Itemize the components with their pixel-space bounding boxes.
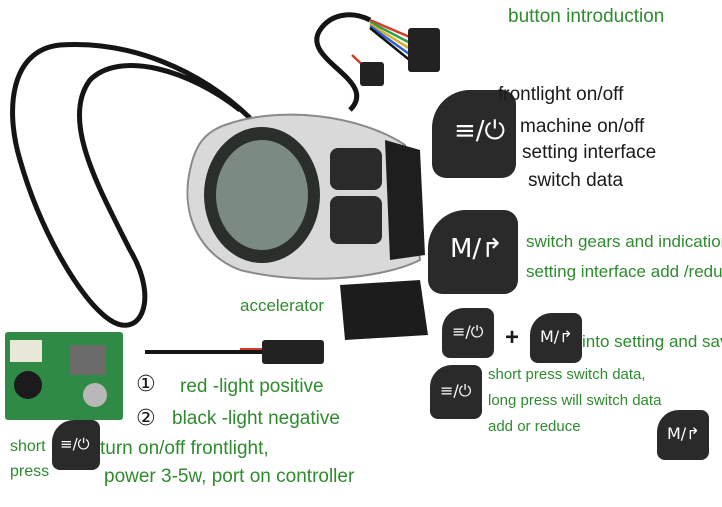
button-light-power-small[interactable]: ≡/⏻ (430, 365, 482, 419)
led-driver-board (5, 332, 123, 420)
label-short-press-3: add or reduce (488, 418, 581, 435)
label-red-light: red -light positive (180, 376, 324, 397)
button-light-power-short-press[interactable]: ≡/⏻ (52, 420, 100, 470)
label-switch-data: switch data (528, 170, 624, 191)
label-setting-interface: setting interface (522, 142, 657, 163)
label-short-press-1: short press switch data, (488, 366, 646, 383)
label-setting-add-reduce: setting interface add /reduce (526, 262, 722, 281)
label-black-light: black -light negative (172, 408, 340, 429)
light-power-button-icon: ≡/⏻ (60, 435, 90, 453)
label-plus: + (505, 324, 520, 351)
light-power-button-icon: ≡/⏻ (452, 322, 484, 341)
mode-arrow-button-icon: M/↱ (667, 424, 700, 443)
label-press: press (10, 463, 50, 480)
button-light-power-large[interactable]: ≡/⏻ (432, 90, 516, 178)
label-into-setting: into setting and save (582, 332, 722, 351)
light-power-button-icon: ≡/⏻ (454, 116, 506, 146)
mode-arrow-button-icon: M/↱ (540, 327, 573, 346)
label-frontlight: frontlight on/off (498, 84, 624, 105)
button-light-power-combo[interactable]: ≡/⏻ (442, 308, 494, 358)
button-mode-arrow-small[interactable]: M/↱ (657, 410, 709, 460)
label-short-press-2: long press will switch data (488, 392, 662, 409)
mode-arrow-button-icon: M/↱ (450, 234, 503, 264)
button-mode-arrow-combo[interactable]: M/↱ (530, 313, 582, 363)
connector-main (408, 28, 440, 72)
label-power: power 3-5w, port on controller (104, 466, 355, 487)
colored-wires (351, 18, 413, 73)
label-accelerator: accelerator (240, 296, 325, 315)
light-cable (145, 340, 324, 364)
light-power-button-icon: ≡/⏻ (440, 381, 472, 400)
connector-small (360, 62, 384, 86)
label-switch-gears: switch gears and indication (526, 232, 722, 251)
circle-number-2: ② (136, 406, 156, 431)
cable-lead (314, 12, 372, 112)
label-short: short (10, 438, 46, 455)
circle-number-1: ① (136, 372, 156, 397)
label-turn-on-off: turn on/off frontlight, (100, 438, 269, 459)
label-machine: machine on/off (520, 116, 645, 137)
cable (10, 41, 252, 328)
display-unit (186, 113, 428, 340)
page-title: button introduction (508, 6, 665, 27)
button-mode-arrow-large[interactable]: M/↱ (428, 210, 518, 294)
